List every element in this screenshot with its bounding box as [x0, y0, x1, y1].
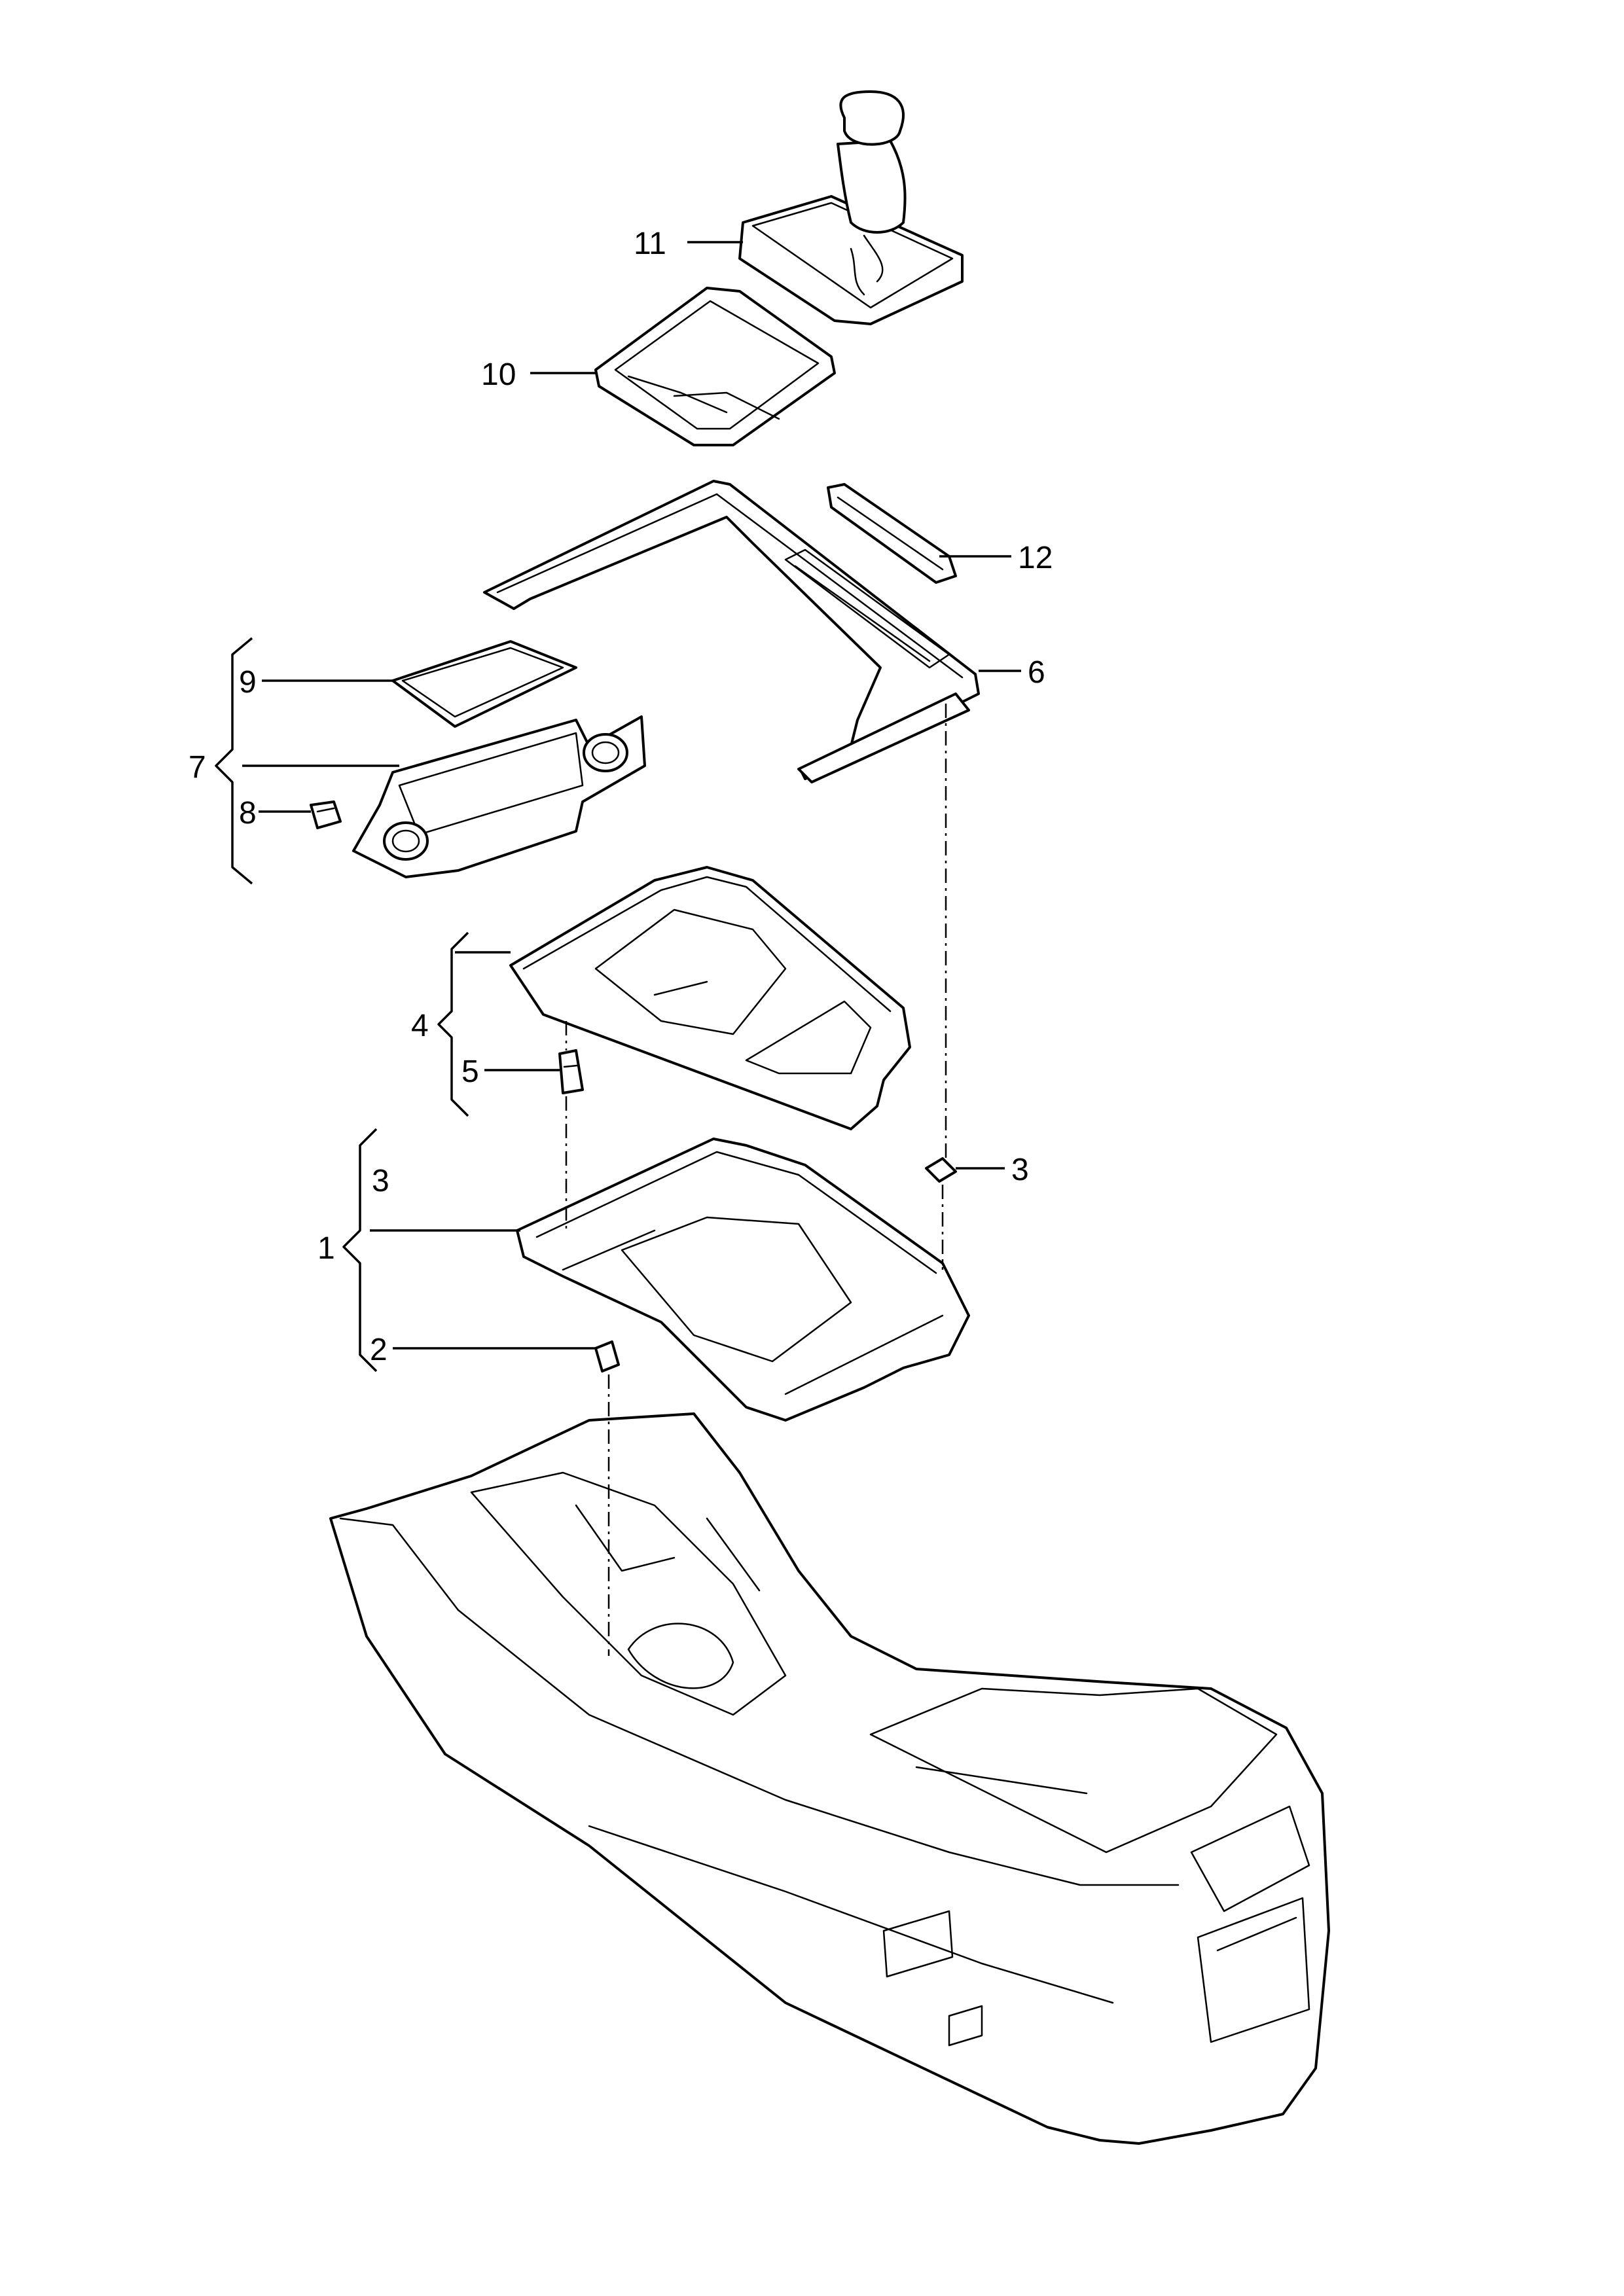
clip-part-5[interactable]	[558, 1049, 584, 1094]
brace-4	[437, 931, 469, 1117]
callout-11: 11	[634, 226, 666, 261]
grouping-braces	[215, 637, 469, 1372]
clip-part-2[interactable]	[594, 1340, 620, 1372]
callout-3-right: 3	[1011, 1153, 1029, 1187]
callout-12: 12	[1018, 541, 1053, 575]
console-cover-part[interactable]	[509, 866, 911, 1130]
callout-8: 8	[239, 796, 257, 831]
trim-panel-part[interactable]	[483, 480, 980, 783]
storage-mat-part[interactable]	[391, 640, 577, 728]
callout-5: 5	[461, 1054, 479, 1089]
callout-3-group: 3	[372, 1164, 389, 1198]
console-bracket-part[interactable]	[516, 1138, 970, 1422]
callout-9: 9	[239, 665, 257, 700]
clip-part-8[interactable]	[310, 800, 342, 829]
storage-tray-part[interactable]	[352, 715, 646, 878]
clip-part-3[interactable]	[925, 1157, 957, 1183]
shift-gate-frame-part[interactable]	[594, 287, 836, 446]
callout-2: 2	[370, 1333, 388, 1367]
leader-lines	[242, 241, 1021, 1350]
brace-1	[342, 1128, 378, 1372]
center-console-body	[329, 1412, 1330, 2145]
brace-7	[215, 637, 253, 885]
alignment-lines	[565, 704, 947, 1656]
trim-strip-part[interactable]	[827, 483, 957, 584]
callout-6: 6	[1028, 655, 1045, 690]
callout-4: 4	[411, 1009, 429, 1043]
gear-knob-boot-part[interactable]	[738, 90, 964, 325]
callout-1: 1	[317, 1231, 335, 1266]
callout-labels: 11 10 12 6 9 7 8 4 5 3 3 1 2	[189, 226, 1053, 1367]
callout-10: 10	[481, 357, 516, 392]
callout-7: 7	[189, 750, 206, 785]
